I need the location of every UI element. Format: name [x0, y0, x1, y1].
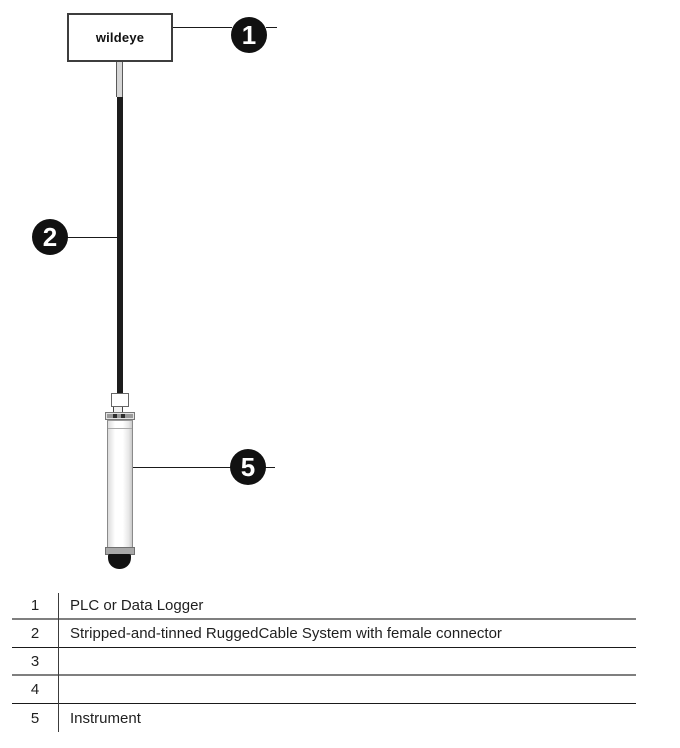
legend-row-2: 2 Stripped-and-tinned RuggedCable System… — [12, 620, 636, 648]
callout-2-leader-line — [67, 237, 117, 238]
legend-row-description: Stripped-and-tinned RuggedCable System w… — [70, 625, 502, 642]
callout-badge-2: 2 — [32, 219, 68, 255]
cable-connector-housing — [111, 393, 129, 407]
cable-stripped-segment — [116, 62, 123, 97]
instrument-cap-pin — [113, 414, 117, 418]
data-logger-label: wildeye — [95, 30, 145, 45]
legend-row-1: 1 PLC or Data Logger — [12, 592, 636, 620]
callout-1-leader-line — [173, 27, 232, 28]
instrument-body-seam — [108, 428, 132, 429]
rugged-cable — [117, 97, 123, 393]
legend-row-3: 3 — [12, 648, 636, 676]
callout-1-leader-stub — [266, 27, 277, 28]
legend-table: 1 PLC or Data Logger 2 Stripped-and-tinn… — [12, 592, 636, 732]
callout-5-leader-line — [131, 467, 231, 468]
instrument-cap-pin — [121, 414, 125, 418]
legend-row-number: 1 — [30, 596, 40, 614]
instrument-sensor-tip — [108, 554, 131, 569]
callout-badge-5: 5 — [230, 449, 266, 485]
legend-row-4: 4 — [12, 676, 636, 704]
callout-5-leader-stub — [265, 467, 275, 468]
cable-connector-neck — [113, 407, 123, 412]
legend-row-description: PLC or Data Logger — [70, 596, 204, 614]
legend-column-divider — [58, 593, 59, 732]
legend-row-number: 2 — [30, 625, 40, 642]
instrument-body — [107, 420, 133, 548]
callout-2-number: 2 — [42, 222, 58, 252]
legend-row-number: 5 — [30, 709, 40, 727]
legend-row-5: 5 Instrument — [12, 704, 636, 732]
instrument-cap-band — [107, 414, 133, 418]
legend-row-number: 4 — [30, 681, 40, 698]
legend-row-number: 3 — [30, 652, 40, 670]
instrument-top-cap — [105, 412, 135, 420]
data-logger-box: wildeye — [67, 13, 173, 62]
legend-row-description: Instrument — [70, 709, 141, 727]
callout-badge-1: 1 — [231, 17, 267, 53]
callout-5-number: 5 — [240, 452, 256, 482]
callout-1-number: 1 — [241, 20, 257, 50]
